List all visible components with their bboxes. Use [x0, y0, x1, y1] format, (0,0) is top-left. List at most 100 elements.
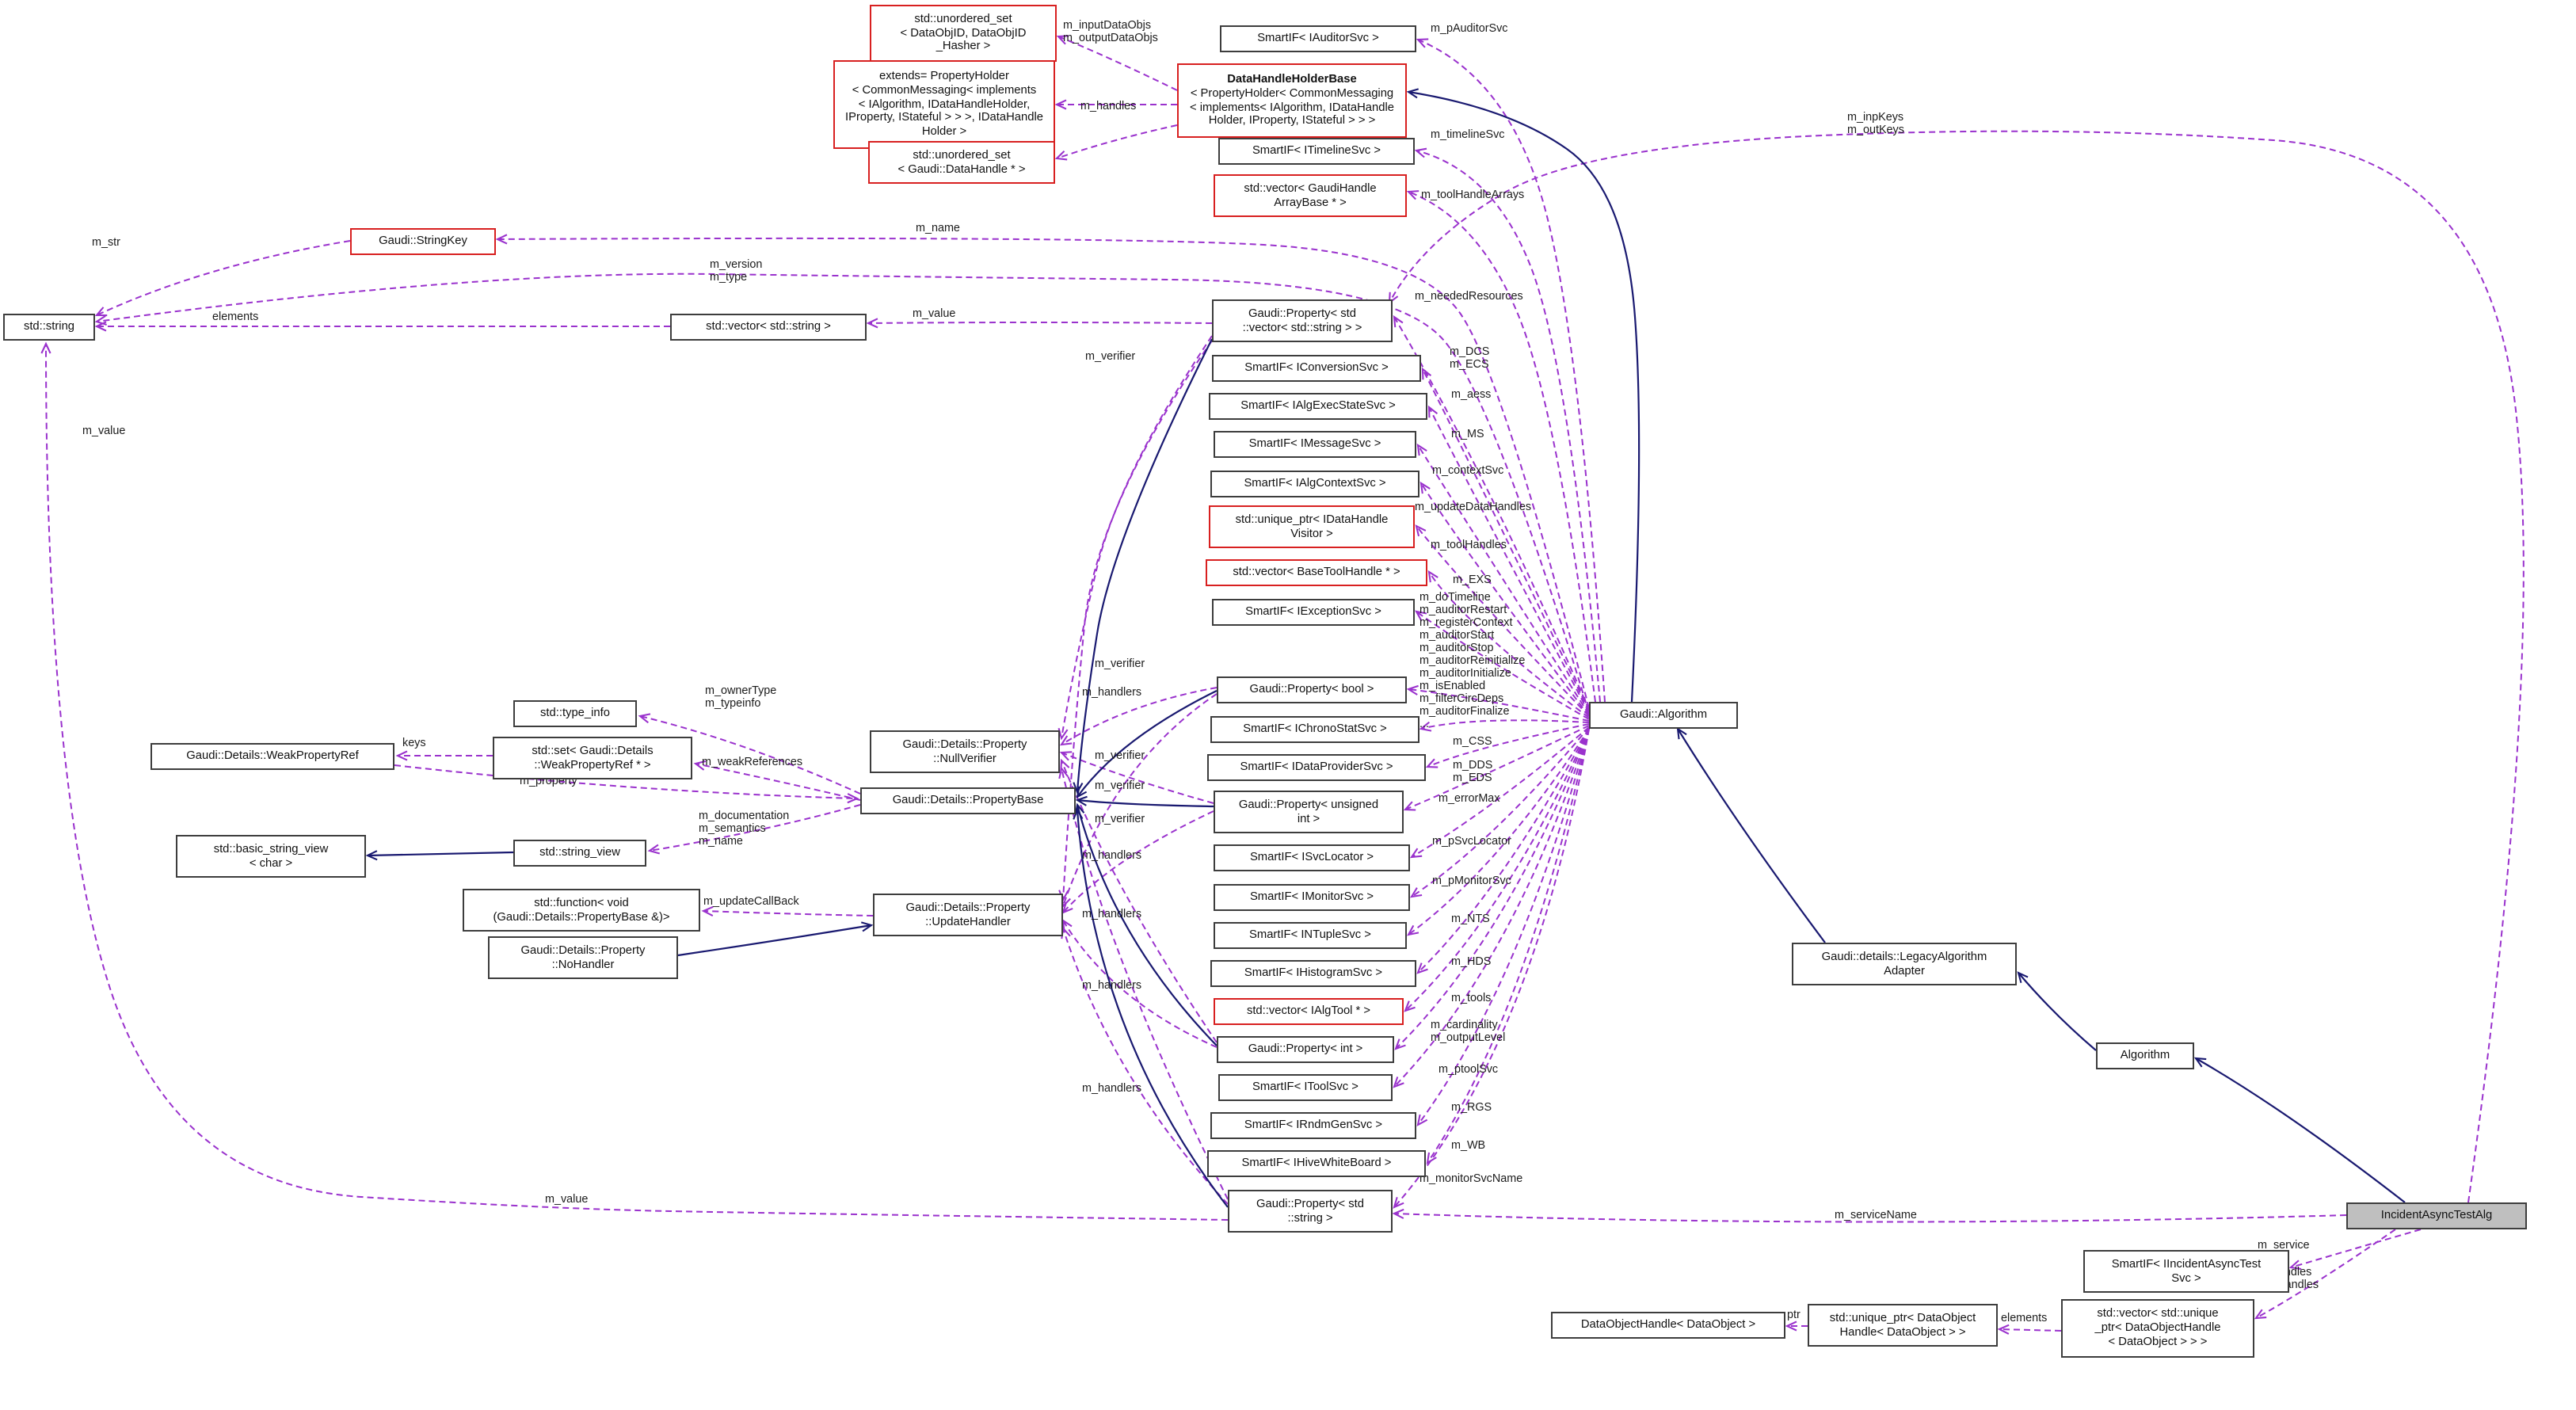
node-label-line: std::unordered_set	[913, 147, 1011, 162]
edge-m_HDS	[1418, 728, 1590, 973]
node-label-line: std::vector< std::string >	[706, 318, 831, 333]
node-nullverifier[interactable]: Gaudi::Details::Property::NullVerifier	[870, 730, 1060, 773]
edge-m_verifier-uint	[1061, 753, 1214, 804]
node-smartif-iexceptionsvc[interactable]: SmartIF< IExceptionSvc >	[1212, 599, 1415, 626]
node-weakpropertyref[interactable]: Gaudi::Details::WeakPropertyRef	[151, 743, 394, 770]
node-smartif-iauditorsvc[interactable]: SmartIF< IAuditorSvc >	[1220, 25, 1416, 52]
node-label-line: SmartIF< IHistogramSvc >	[1244, 965, 1383, 980]
node-unordered-set-dataobjid[interactable]: std::unordered_set< DataObjID, DataObjID…	[870, 5, 1057, 62]
node-label-line: SmartIF< IChronoStatSvc >	[1243, 721, 1387, 736]
edge-label-m_updateDataHandles: m_updateDataHandles	[1415, 499, 1532, 513]
node-basic-string-view[interactable]: std::basic_string_view< char >	[176, 835, 366, 878]
node-smartif-isvclocator[interactable]: SmartIF< ISvcLocator >	[1214, 844, 1410, 871]
edge-m_value-vector	[868, 322, 1213, 323]
node-label-line: < IAlgorithm, IDataHandleHolder,	[858, 96, 1031, 111]
node-label-line: IncidentAsyncTestAlg	[2380, 1207, 2493, 1222]
node-label-line: Adapter	[1884, 962, 1925, 977]
node-property-std-string[interactable]: Gaudi::Property< std::string >	[1228, 1190, 1393, 1233]
node-smartif-iconversionsvc[interactable]: SmartIF< IConversionSvc >	[1212, 355, 1421, 382]
node-property-vector-string[interactable]: Gaudi::Property< std::vector< std::strin…	[1212, 299, 1393, 342]
node-smartif-intuplesvc[interactable]: SmartIF< INTupleSvc >	[1214, 922, 1407, 949]
edge-label-m_ptoolSvc: m_ptoolSvc	[1439, 1061, 1499, 1076]
node-extends-propertyholder[interactable]: extends= PropertyHolder< CommonMessaging…	[833, 60, 1055, 149]
node-smartif-idataprovidersvc[interactable]: SmartIF< IDataProviderSvc >	[1207, 754, 1426, 781]
node-label-line: Gaudi::Property< unsigned	[1238, 796, 1379, 811]
edge-m_MS	[1418, 445, 1590, 715]
node-label-line: std::string	[23, 318, 75, 333]
edge-label-m_service: m_service	[2258, 1237, 2310, 1252]
node-algorithm[interactable]: Algorithm	[2096, 1042, 2194, 1069]
node-smartif-itoolsvc[interactable]: SmartIF< IToolSvc >	[1218, 1074, 1393, 1101]
node-datahandleholderbase[interactable]: DataHandleHolderBase< PropertyHolder< Co…	[1177, 63, 1407, 138]
edge-m_handlers-int	[1063, 920, 1218, 1048]
node-set-weakpropertyref[interactable]: std::set< Gaudi::Details::WeakPropertyRe…	[493, 737, 692, 779]
node-smartif-itimelinesvc[interactable]: SmartIF< ITimelineSvc >	[1218, 138, 1415, 165]
node-label-line: SmartIF< IAuditorSvc >	[1257, 30, 1379, 45]
node-std-string-view[interactable]: std::string_view	[513, 840, 646, 867]
edge-label-m_updateCallBack: m_updateCallBack	[703, 894, 799, 908]
node-vector-unique-ptr-dataobjecthandle[interactable]: std::vector< std::unique_ptr< DataObject…	[2061, 1299, 2254, 1358]
edge-m_aess	[1429, 407, 1590, 714]
edge-label-m_verifier-vecstring: m_verifier	[1085, 349, 1136, 363]
edge-inherit-prop-int	[1077, 805, 1218, 1046]
edge-inherit-stringview-basic	[368, 852, 514, 856]
node-vector-std-string[interactable]: std::vector< std::string >	[670, 314, 867, 341]
node-property-bool[interactable]: Gaudi::Property< bool >	[1217, 676, 1407, 703]
node-std-function[interactable]: std::function< void(Gaudi::Details::Prop…	[463, 889, 700, 932]
edge-label-m_CSS: m_CSS	[1453, 734, 1492, 748]
edge-label-m_str: m_str	[92, 234, 120, 249]
node-std-type-info[interactable]: std::type_info	[513, 700, 637, 727]
edge-label-m_verifier-string: m_verifier	[1095, 811, 1145, 825]
node-incident-async-test-alg[interactable]: IncidentAsyncTestAlg	[2346, 1202, 2527, 1229]
node-label-line: < char >	[249, 855, 293, 869]
node-smartif-ialgexecstatesvc[interactable]: SmartIF< IAlgExecStateSvc >	[1209, 393, 1427, 420]
node-label-line: < implements< IAlgorithm, IDataHandle	[1190, 99, 1394, 113]
node-smartif-ialgcontextsvc[interactable]: SmartIF< IAlgContextSvc >	[1210, 471, 1419, 497]
edge-inherit-algorithm-legacy	[2018, 973, 2097, 1051]
node-updatehandler[interactable]: Gaudi::Details::Property::UpdateHandler	[873, 894, 1063, 936]
node-smartif-imonitorsvc[interactable]: SmartIF< IMonitorSvc >	[1214, 884, 1410, 911]
edge-m_verifier-int	[1061, 760, 1218, 1043]
edge-m_documentation-group	[650, 804, 861, 851]
node-smartif-irndmgensvc[interactable]: SmartIF< IRndmGenSvc >	[1210, 1112, 1416, 1139]
edge-m_handlers-vecstring	[1063, 340, 1213, 900]
node-propertybase[interactable]: Gaudi::Details::PropertyBase	[860, 787, 1076, 814]
edge-label-m_timelineSvc: m_timelineSvc	[1431, 127, 1505, 141]
edge-label-keys: keys	[402, 735, 426, 749]
node-label-line: extends= PropertyHolder	[879, 68, 1009, 82]
node-label-line: Gaudi::StringKey	[379, 233, 467, 248]
node-std-string[interactable]: std::string	[3, 314, 95, 341]
node-smartif-ihistogramsvc[interactable]: SmartIF< IHistogramSvc >	[1210, 960, 1416, 987]
edge-label-m_contextSvc: m_contextSvc	[1432, 463, 1504, 477]
node-label-line: _ptr< DataObjectHandle	[2094, 1320, 2221, 1335]
node-gaudi-algorithm[interactable]: Gaudi::Algorithm	[1589, 702, 1738, 729]
node-property-int[interactable]: Gaudi::Property< int >	[1217, 1036, 1394, 1063]
node-smartif-ichronostatsvc[interactable]: SmartIF< IChronoStatSvc >	[1210, 716, 1419, 743]
node-label-line: Algorithm	[2120, 1047, 2170, 1062]
node-label-line: std::vector< GaudiHandle	[1244, 180, 1377, 195]
node-smartif-imessagesvc[interactable]: SmartIF< IMessageSvc >	[1214, 431, 1416, 458]
node-dataobjecthandle[interactable]: DataObjectHandle< DataObject >	[1551, 1312, 1785, 1339]
node-nohandler[interactable]: Gaudi::Details::Property::NoHandler	[488, 936, 678, 979]
node-smartif-ihivewhiteboard[interactable]: SmartIF< IHiveWhiteBoard >	[1207, 1150, 1426, 1177]
node-unordered-set-datahandle[interactable]: std::unordered_set< Gaudi::DataHandle * …	[868, 141, 1055, 184]
edge-m_verifier-vecstring	[1061, 335, 1213, 738]
edge-inherit-prop-uint	[1077, 800, 1214, 808]
edge-label-m_monitorSvcName: m_monitorSvcName	[1419, 1171, 1523, 1185]
edge-m_pAuditorSvc	[1418, 40, 1606, 703]
edge-label-m_value-string: m_value	[545, 1191, 589, 1206]
node-vector-basetoolhandle[interactable]: std::vector< BaseToolHandle * >	[1206, 559, 1427, 586]
node-vector-ialgtool[interactable]: std::vector< IAlgTool * >	[1214, 998, 1404, 1025]
edge-m_errorMax	[1405, 725, 1590, 810]
node-gaudi-stringkey[interactable]: Gaudi::StringKey	[350, 228, 496, 255]
